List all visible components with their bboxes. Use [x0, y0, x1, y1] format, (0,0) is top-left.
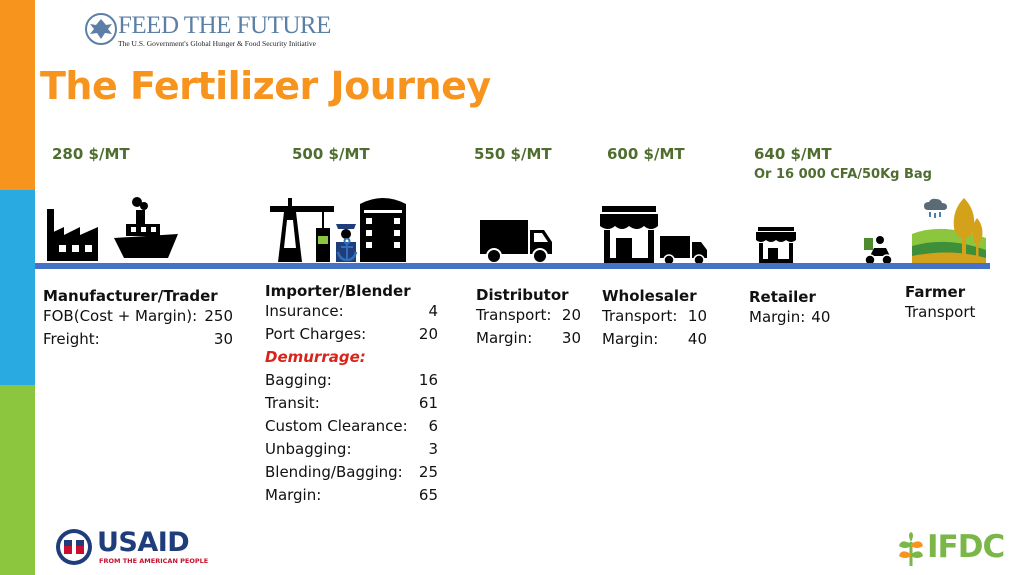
- stage-title: Distributor: [476, 286, 569, 304]
- feed-the-future-tagline: The U.S. Government's Global Hunger & Fo…: [118, 39, 316, 48]
- factory-icon: [44, 205, 100, 261]
- side-bar-blue: [0, 190, 35, 385]
- cost-label: Margin:: [749, 308, 806, 326]
- rain-cloud-icon: [922, 198, 948, 220]
- cost-label: Bagging:: [265, 371, 332, 389]
- cost-row: Unbagging: 3: [265, 438, 438, 461]
- cost-value: 250: [204, 307, 233, 325]
- port-crane-icon: [270, 198, 336, 262]
- cost-row: Custom Clearance: 6: [265, 415, 438, 438]
- cost-label: Blending/Bagging:: [265, 463, 403, 481]
- price-wholesaler: 600 $/MT: [607, 145, 685, 163]
- cost-row: Freight: 30: [43, 328, 233, 351]
- price-manufacturer: 280 $/MT: [52, 145, 130, 163]
- cost-value: 3: [428, 440, 438, 458]
- cost-row: FOB(Cost + Margin): 250: [43, 305, 233, 328]
- stage-importer: Importer/Blender Insurance: 4 Port Charge…: [265, 282, 438, 507]
- cost-value: 10: [687, 307, 707, 325]
- cost-row: Margin: 30: [476, 327, 581, 350]
- stage-wholesaler: Wholesaler Transport: 10 Margin: 40: [602, 287, 707, 351]
- wholesale-store-icon: [600, 206, 658, 264]
- cost-row: Margin: 65: [265, 484, 438, 507]
- stage-title: Importer/Blender: [265, 282, 411, 300]
- cost-value: 65: [418, 486, 438, 504]
- cost-label: Port Charges:: [265, 325, 367, 343]
- cost-value: 4: [428, 302, 438, 320]
- cost-row: Margin: 40: [749, 306, 839, 329]
- usaid-seal-icon: [55, 528, 93, 566]
- cost-value: 20: [561, 306, 581, 324]
- journey-timeline: [35, 263, 990, 269]
- cost-label: Insurance:: [265, 302, 344, 320]
- usaid-tagline: FROM THE AMERICAN PEOPLE: [99, 557, 209, 565]
- cost-label: Margin:: [476, 329, 533, 347]
- cost-value: 30: [213, 330, 233, 348]
- delivery-truck-icon: [480, 220, 554, 264]
- cost-label: Margin:: [265, 486, 322, 504]
- cost-row: Port Charges: 20: [265, 323, 438, 346]
- stage-title: Farmer: [905, 283, 966, 301]
- cost-value: 30: [561, 329, 581, 347]
- farm-field-icon: [912, 194, 986, 264]
- cost-label: Freight:: [43, 330, 100, 348]
- cost-row: Insurance: 4: [265, 300, 438, 323]
- cost-row: Transport: 10: [602, 305, 707, 328]
- tree-icon: [950, 196, 984, 260]
- anchor-icon: [336, 238, 358, 262]
- motorbike-icon: [862, 234, 894, 266]
- price-importer: 500 $/MT: [292, 145, 370, 163]
- stage-title: Retailer: [749, 288, 816, 306]
- side-bar-green: [0, 385, 35, 575]
- cost-value: 16: [418, 371, 438, 389]
- cost-row: Blending/Bagging: 25: [265, 461, 438, 484]
- cost-value: 20: [418, 325, 438, 343]
- price-retailer: 640 $/MT: [754, 145, 832, 163]
- cost-row: Bagging: 16: [265, 369, 438, 392]
- cargo-ship-icon: [112, 196, 180, 262]
- cost-row: Margin: 40: [602, 328, 707, 351]
- page-title: The Fertilizer Journey: [40, 64, 491, 108]
- ifdc-logo: IFDC: [927, 529, 1005, 565]
- stage-farmer: Farmer Transport: [905, 283, 995, 324]
- cost-value: 25: [418, 463, 438, 481]
- cost-row: Transport: 20: [476, 304, 581, 327]
- wheat-icon: [895, 532, 927, 566]
- cost-row: Transport: [905, 301, 995, 324]
- usaid-logo: USAID: [97, 527, 190, 558]
- price-distributor: 550 $/MT: [474, 145, 552, 163]
- cost-label: Transport:: [602, 307, 678, 325]
- stage-title: Manufacturer/Trader: [43, 287, 218, 305]
- cost-row: Demurrage:: [265, 346, 438, 369]
- cost-row: Transit: 61: [265, 392, 438, 415]
- cost-value: 61: [418, 394, 438, 412]
- storage-silo-icon: [360, 196, 406, 262]
- us-seal-icon: [84, 12, 118, 46]
- stage-distributor: Distributor Transport: 20 Margin: 30: [476, 286, 581, 350]
- cost-label: FOB(Cost + Margin):: [43, 307, 198, 325]
- small-truck-icon: [660, 236, 708, 266]
- stage-manufacturer: Manufacturer/Trader FOB(Cost + Margin): 2…: [43, 287, 233, 351]
- side-bar-orange: [0, 0, 35, 190]
- cost-value: 6: [428, 417, 438, 435]
- cost-label: Transit:: [265, 394, 320, 412]
- stage-title: Wholesaler: [602, 287, 697, 305]
- cost-value: 40: [687, 330, 707, 348]
- stage-retailer: Retailer Margin: 40: [749, 288, 839, 329]
- cost-label: Margin:: [602, 330, 659, 348]
- demurrage-label: Demurrage:: [265, 348, 366, 366]
- retail-shop-icon: [756, 227, 796, 263]
- cost-label: Transport:: [476, 306, 552, 324]
- feed-the-future-logo: FEED THE FUTURE: [118, 12, 331, 39]
- cost-label: Custom Clearance:: [265, 417, 408, 435]
- price-retailer-cfa: Or 16 000 CFA/50Kg Bag: [754, 167, 932, 182]
- cost-value: 40: [811, 308, 831, 326]
- cost-label: Unbagging:: [265, 440, 352, 458]
- cost-label: Transport: [905, 303, 976, 321]
